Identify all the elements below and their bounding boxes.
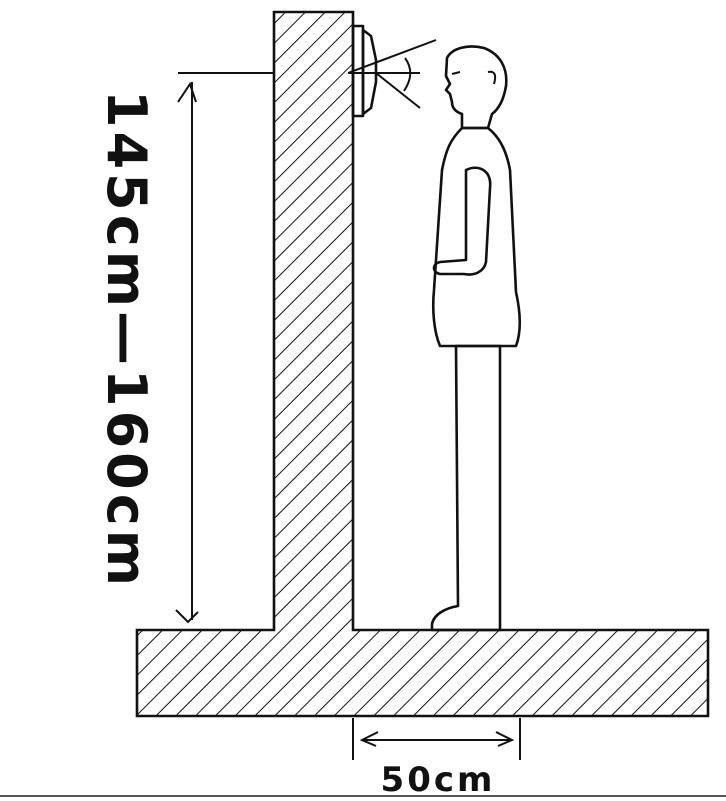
distance-label: 50cm <box>381 760 496 800</box>
height-range-label: 145cm—160cm <box>95 90 158 590</box>
height-arrow-bottom <box>175 609 199 624</box>
person-torso <box>431 126 522 348</box>
person-legs <box>430 344 502 632</box>
height-arrow-top <box>177 81 197 103</box>
person-head <box>444 45 508 130</box>
person-eye <box>451 71 461 75</box>
distance-dimension: 50cm <box>352 718 521 800</box>
standing-person-icon <box>430 45 522 632</box>
camera-view-line-lower <box>375 72 421 109</box>
device-body <box>361 28 378 116</box>
person-arm <box>432 166 492 276</box>
height-dimension: 145cm—160cm <box>95 72 274 624</box>
camera-view-arc <box>403 57 412 92</box>
distance-arrow-right <box>495 731 515 747</box>
distance-arrow-left <box>359 731 379 747</box>
wall-and-floor-section <box>135 10 710 718</box>
camera-view-line-upper <box>347 39 437 74</box>
door-station-camera-icon <box>347 24 437 118</box>
person-ear <box>487 70 497 85</box>
hatched-wall-floor <box>135 10 710 718</box>
